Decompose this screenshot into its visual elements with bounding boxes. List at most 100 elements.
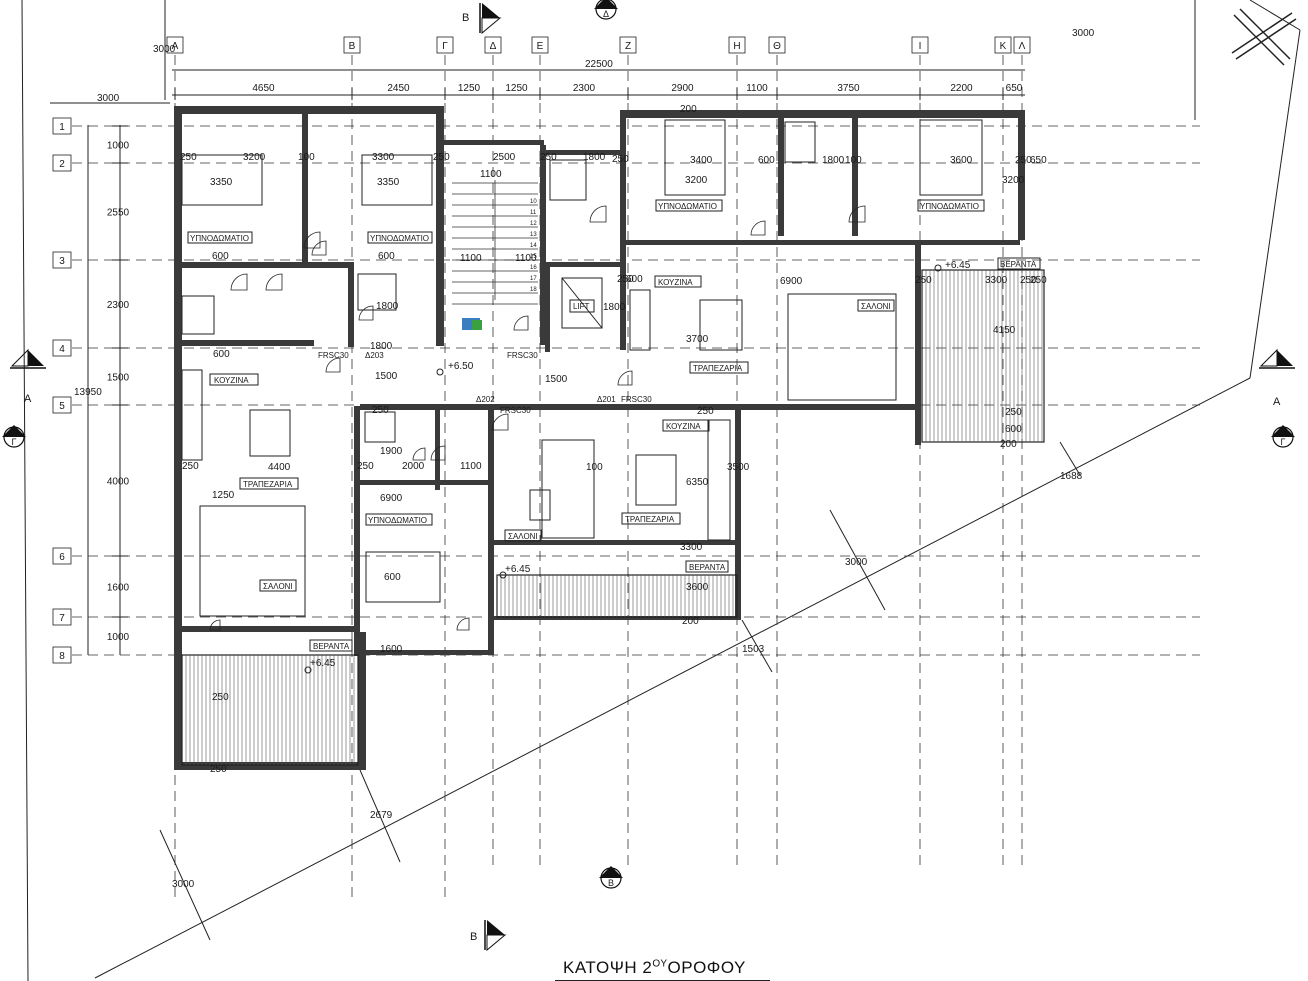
- sofa-icon: [541, 439, 595, 539]
- top-dimension-label: 1100: [746, 83, 768, 94]
- room-dimension-label: 3600: [686, 582, 709, 593]
- axis-letter-bubble: Θ: [768, 36, 786, 54]
- door-tag-d203: Δ203: [365, 351, 384, 360]
- accessibility-symbol-icon: [472, 320, 482, 330]
- room-dimension-label: 3500: [727, 462, 750, 473]
- stair-step-number: 10: [530, 199, 537, 205]
- section-marker-icon: [484, 920, 507, 952]
- door-swing-icon: [750, 220, 766, 236]
- top-dimension-label: 4650: [252, 83, 275, 94]
- overall-height-label: 13950: [74, 387, 102, 398]
- drawing-title-sup: ΟΥ: [652, 958, 668, 970]
- setback-bottom-mid: 2679: [370, 810, 393, 821]
- room-dimension-label: 600: [378, 251, 395, 262]
- label-veranda-2: ΒΕΡΑΝΤΑ: [1000, 260, 1037, 269]
- top-dimension-label: 2450: [387, 83, 410, 94]
- dining-table-icon: [249, 409, 291, 457]
- stair-step-number: 14: [530, 243, 537, 249]
- drawing-title: ΚΑΤΟΨΗ 2ΟΥΟΡΟΦΟΥ: [563, 958, 746, 978]
- shower-icon: [784, 121, 816, 163]
- room-dimension-label: 3350: [210, 177, 233, 188]
- label-bedroom-5: ΥΠΝΟΔΩΜΑΤΙΟ: [368, 516, 427, 525]
- lift-car: [561, 277, 603, 329]
- top-dimension-label: 1250: [458, 83, 481, 94]
- label-bedroom-4: ΥΠΝΟΔΩΜΑΤΙΟ: [920, 202, 979, 211]
- axis-letter-bubble: Ι: [911, 36, 929, 54]
- room-dimension-label: 1800: [370, 341, 393, 352]
- label-bedroom-1: ΥΠΝΟΔΩΜΑΤΙΟ: [190, 234, 249, 243]
- room-dimension-label: 3300: [372, 152, 395, 163]
- section-letter: Γ: [12, 437, 17, 447]
- room-dimension-label: 600: [1005, 424, 1022, 435]
- stair-step-number: 18: [530, 287, 537, 293]
- room-dimension-label: 6350: [686, 477, 709, 488]
- axis-letter-label: Β: [349, 41, 356, 52]
- door-swing-icon: [589, 205, 607, 223]
- section-letter: Β: [470, 931, 477, 943]
- room-dimension-label: 250: [1005, 407, 1022, 418]
- axis-number-label: 4: [59, 344, 65, 355]
- room-dimension-label: 3300: [680, 542, 703, 553]
- room-dimension-label: 2500: [493, 152, 516, 163]
- axis-number-label: 8: [59, 651, 65, 662]
- door-swing-icon: [311, 240, 327, 256]
- label-kitchen-3: ΚΟΥΖΙΝΑ: [666, 422, 701, 431]
- shower-icon: [364, 411, 396, 443]
- axis-number-bubble: 5: [52, 396, 72, 414]
- door-swing-icon: [513, 315, 529, 331]
- room-dimension-label: 1500: [545, 374, 568, 385]
- stair-step-number: 13: [530, 232, 537, 238]
- axis-letter-label: Λ: [1019, 41, 1026, 52]
- coffee-table-icon: [529, 489, 551, 521]
- label-veranda-3: ΒΕΡΑΝΤΑ: [689, 563, 726, 572]
- section-marker-icon: [10, 348, 46, 369]
- axis-number-bubble: 4: [52, 339, 72, 357]
- door-swing-icon: [617, 370, 633, 386]
- door-swing-icon: [456, 617, 470, 631]
- room-dimension-label: 250: [1015, 155, 1032, 166]
- overall-width-label: 22500: [585, 59, 613, 70]
- door-tag-d201: Δ201: [597, 395, 616, 404]
- bed-icon: [664, 119, 726, 196]
- label-dining-2: ΤΡΑΠΕΖΑΡΙΑ: [693, 364, 743, 373]
- left-dimension-label: 1000: [107, 632, 130, 643]
- setback-right-2: 1503: [742, 644, 765, 655]
- left-dimension-label: 2300: [107, 300, 130, 311]
- level-veranda-bottom: +6.45: [505, 564, 531, 575]
- stair-step-number: 17: [530, 276, 537, 282]
- axis-letter-bubble: Γ: [436, 36, 454, 54]
- level-veranda-right: +6.45: [945, 260, 971, 271]
- section-marker-icon: [479, 3, 502, 35]
- room-dimension-label: 3400: [690, 155, 713, 166]
- room-dimension-label: 1100: [515, 253, 537, 264]
- door-swing-icon: [358, 305, 374, 321]
- room-dimension-label: 3200: [685, 175, 708, 186]
- room-dimension-label: 100: [845, 155, 862, 166]
- sofa-icon: [199, 505, 306, 617]
- axis-letter-bubble: Β: [343, 36, 361, 54]
- label-living-1: ΣΑΛΟΝΙ: [263, 582, 293, 591]
- room-dimension-label: 1100: [460, 253, 482, 264]
- veranda-left-deck: [181, 654, 359, 766]
- label-dining-1: ΤΡΑΠΕΖΑΡΙΑ: [243, 480, 293, 489]
- room-dimension-label: 200: [1000, 439, 1017, 450]
- axis-letter-bubble: Λ: [1013, 36, 1031, 54]
- room-dimension-label: 4150: [993, 325, 1016, 336]
- axis-letter-label: Ι: [919, 41, 922, 52]
- label-bedroom-3: ΥΠΝΟΔΩΜΑΤΙΟ: [658, 202, 717, 211]
- bed-icon: [919, 119, 983, 196]
- room-dimension-label: 100: [298, 152, 315, 163]
- left-dimension-label: 1600: [107, 583, 130, 594]
- room-dimension-label: 250: [915, 275, 932, 286]
- bed-icon: [181, 154, 263, 206]
- room-dimension-label: 3350: [377, 177, 400, 188]
- room-dimension-label: 3600: [950, 155, 973, 166]
- room-dimension-label: 250: [180, 152, 197, 163]
- room-dimension-label: 2000: [402, 461, 425, 472]
- section-marker-icon: [1259, 348, 1295, 369]
- dining-table-icon: [699, 299, 743, 351]
- setback-right-mid: 3000: [845, 557, 868, 568]
- fire-door-tag-2: FRSC30: [507, 351, 538, 360]
- left-dimension-label: 1500: [107, 373, 130, 384]
